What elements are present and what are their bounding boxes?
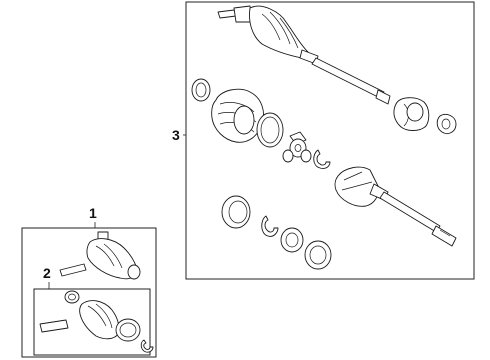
- boot-kit2: [79, 300, 120, 340]
- snap-ring-upper: [313, 149, 331, 169]
- outboard-joint-shaft: [217, 5, 391, 105]
- tripod-joint: [282, 131, 312, 163]
- grease-tube-kit2: [39, 319, 69, 333]
- grease-tube-kit1: [59, 263, 87, 277]
- callout-1: 1: [89, 205, 97, 221]
- clamp-large-kit2: [115, 318, 141, 342]
- boot-clamp-large: [256, 112, 284, 148]
- dust-deflector: [436, 113, 457, 135]
- assembly-2-frame: [33, 288, 151, 356]
- boot-clamp-small: [191, 78, 211, 102]
- boot-clamp-kit2: [64, 290, 80, 304]
- inboard-boot: [211, 88, 264, 143]
- assembly-1-frame: [21, 227, 157, 358]
- snap-ring-kit2: [140, 339, 154, 353]
- inboard-housing-shaft: [334, 166, 457, 247]
- callout-3: 3: [172, 127, 180, 143]
- seal-ring: [221, 195, 251, 229]
- bearing: [280, 227, 304, 253]
- outer-boot-kit1: [86, 231, 141, 280]
- inner-joint-housing: [393, 97, 430, 131]
- assembly-3-frame: [185, 1, 475, 280]
- callout-2: 2: [43, 265, 51, 281]
- oil-seal: [304, 240, 332, 270]
- snap-ring-lower: [261, 215, 279, 237]
